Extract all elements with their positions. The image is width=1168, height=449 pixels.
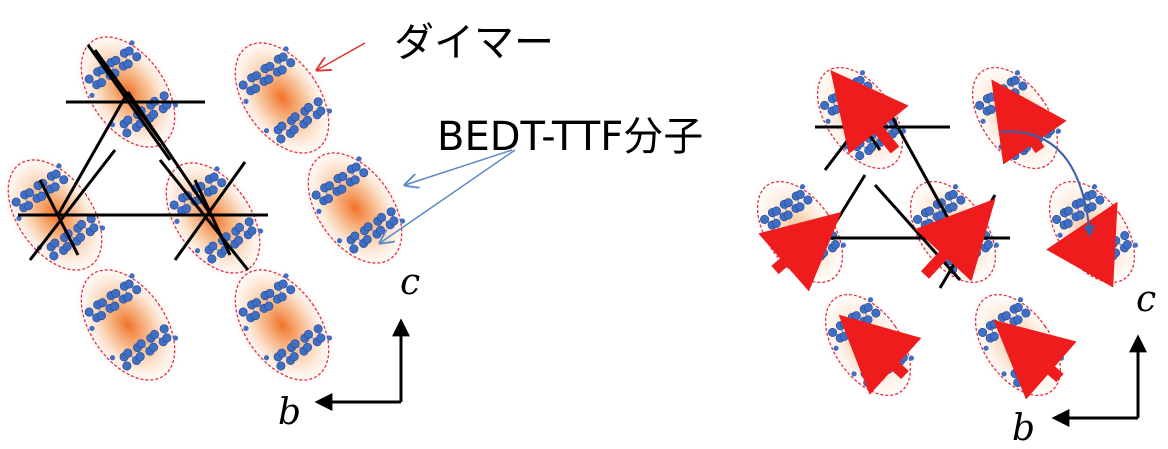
spin-arrow <box>838 314 922 395</box>
spin-arrow <box>830 70 909 155</box>
molecule-label: BEDT-TTF分子 <box>437 114 704 160</box>
bedt-ttf-molecule <box>11 163 69 221</box>
spin-arrow <box>758 211 842 292</box>
triangular-lattice-lines-left <box>18 44 268 271</box>
axis-label-b-right: b <box>1012 408 1036 449</box>
spin-arrows <box>758 70 1118 400</box>
dimer-outline <box>7 159 103 271</box>
spin-arrow <box>914 198 996 282</box>
dimer-outline <box>80 269 176 381</box>
dimer-top-right <box>229 37 335 159</box>
axis-label-b-left: b <box>278 392 302 433</box>
bedt-ttf-molecule <box>84 273 142 331</box>
dimer-outline <box>307 152 403 264</box>
axis-indicator-left <box>314 318 410 411</box>
dimer-callout-arrow <box>317 42 366 70</box>
dimer-outline <box>234 269 330 381</box>
dimer-label: ダイマー <box>394 20 554 66</box>
left-panel-charge-dimers <box>2 31 408 386</box>
bedt-ttf-molecule <box>238 273 296 331</box>
bedt-ttf-molecule <box>311 156 369 214</box>
dimer-r-mid-center <box>904 175 1002 289</box>
spin-arrow <box>1046 201 1118 288</box>
dimer-outline <box>1048 180 1136 284</box>
bedt-ttf-molecule <box>109 324 179 371</box>
axis-indicator-right <box>1051 334 1147 427</box>
dimer-bottom-left <box>75 264 181 386</box>
dimer-r-top-left <box>811 61 909 175</box>
dimer-outline <box>80 36 176 148</box>
dimer-r-mid-left <box>751 175 849 289</box>
spin-arrow <box>991 79 1067 165</box>
dimer-bottom-right <box>229 264 335 386</box>
molecule-callout-arrow-2 <box>380 149 516 243</box>
right-panel-spin-arrows <box>751 61 1141 402</box>
molecule-callout-arrow-1 <box>405 149 513 185</box>
axis-label-c-left: c <box>400 262 421 303</box>
bedt-ttf-molecule <box>84 40 142 98</box>
bedt-ttf-molecule <box>238 46 296 104</box>
hopping-curve-arrow <box>999 130 1096 238</box>
dimer-outline <box>234 42 330 154</box>
bedt-ttf-molecule <box>194 217 264 264</box>
dimer-top-left <box>75 31 181 153</box>
bedt-ttf-molecule <box>263 97 333 144</box>
axis-label-c-right: c <box>1136 279 1157 320</box>
spin-arrow <box>993 319 1077 400</box>
bedt-ttf-molecule <box>263 324 333 371</box>
